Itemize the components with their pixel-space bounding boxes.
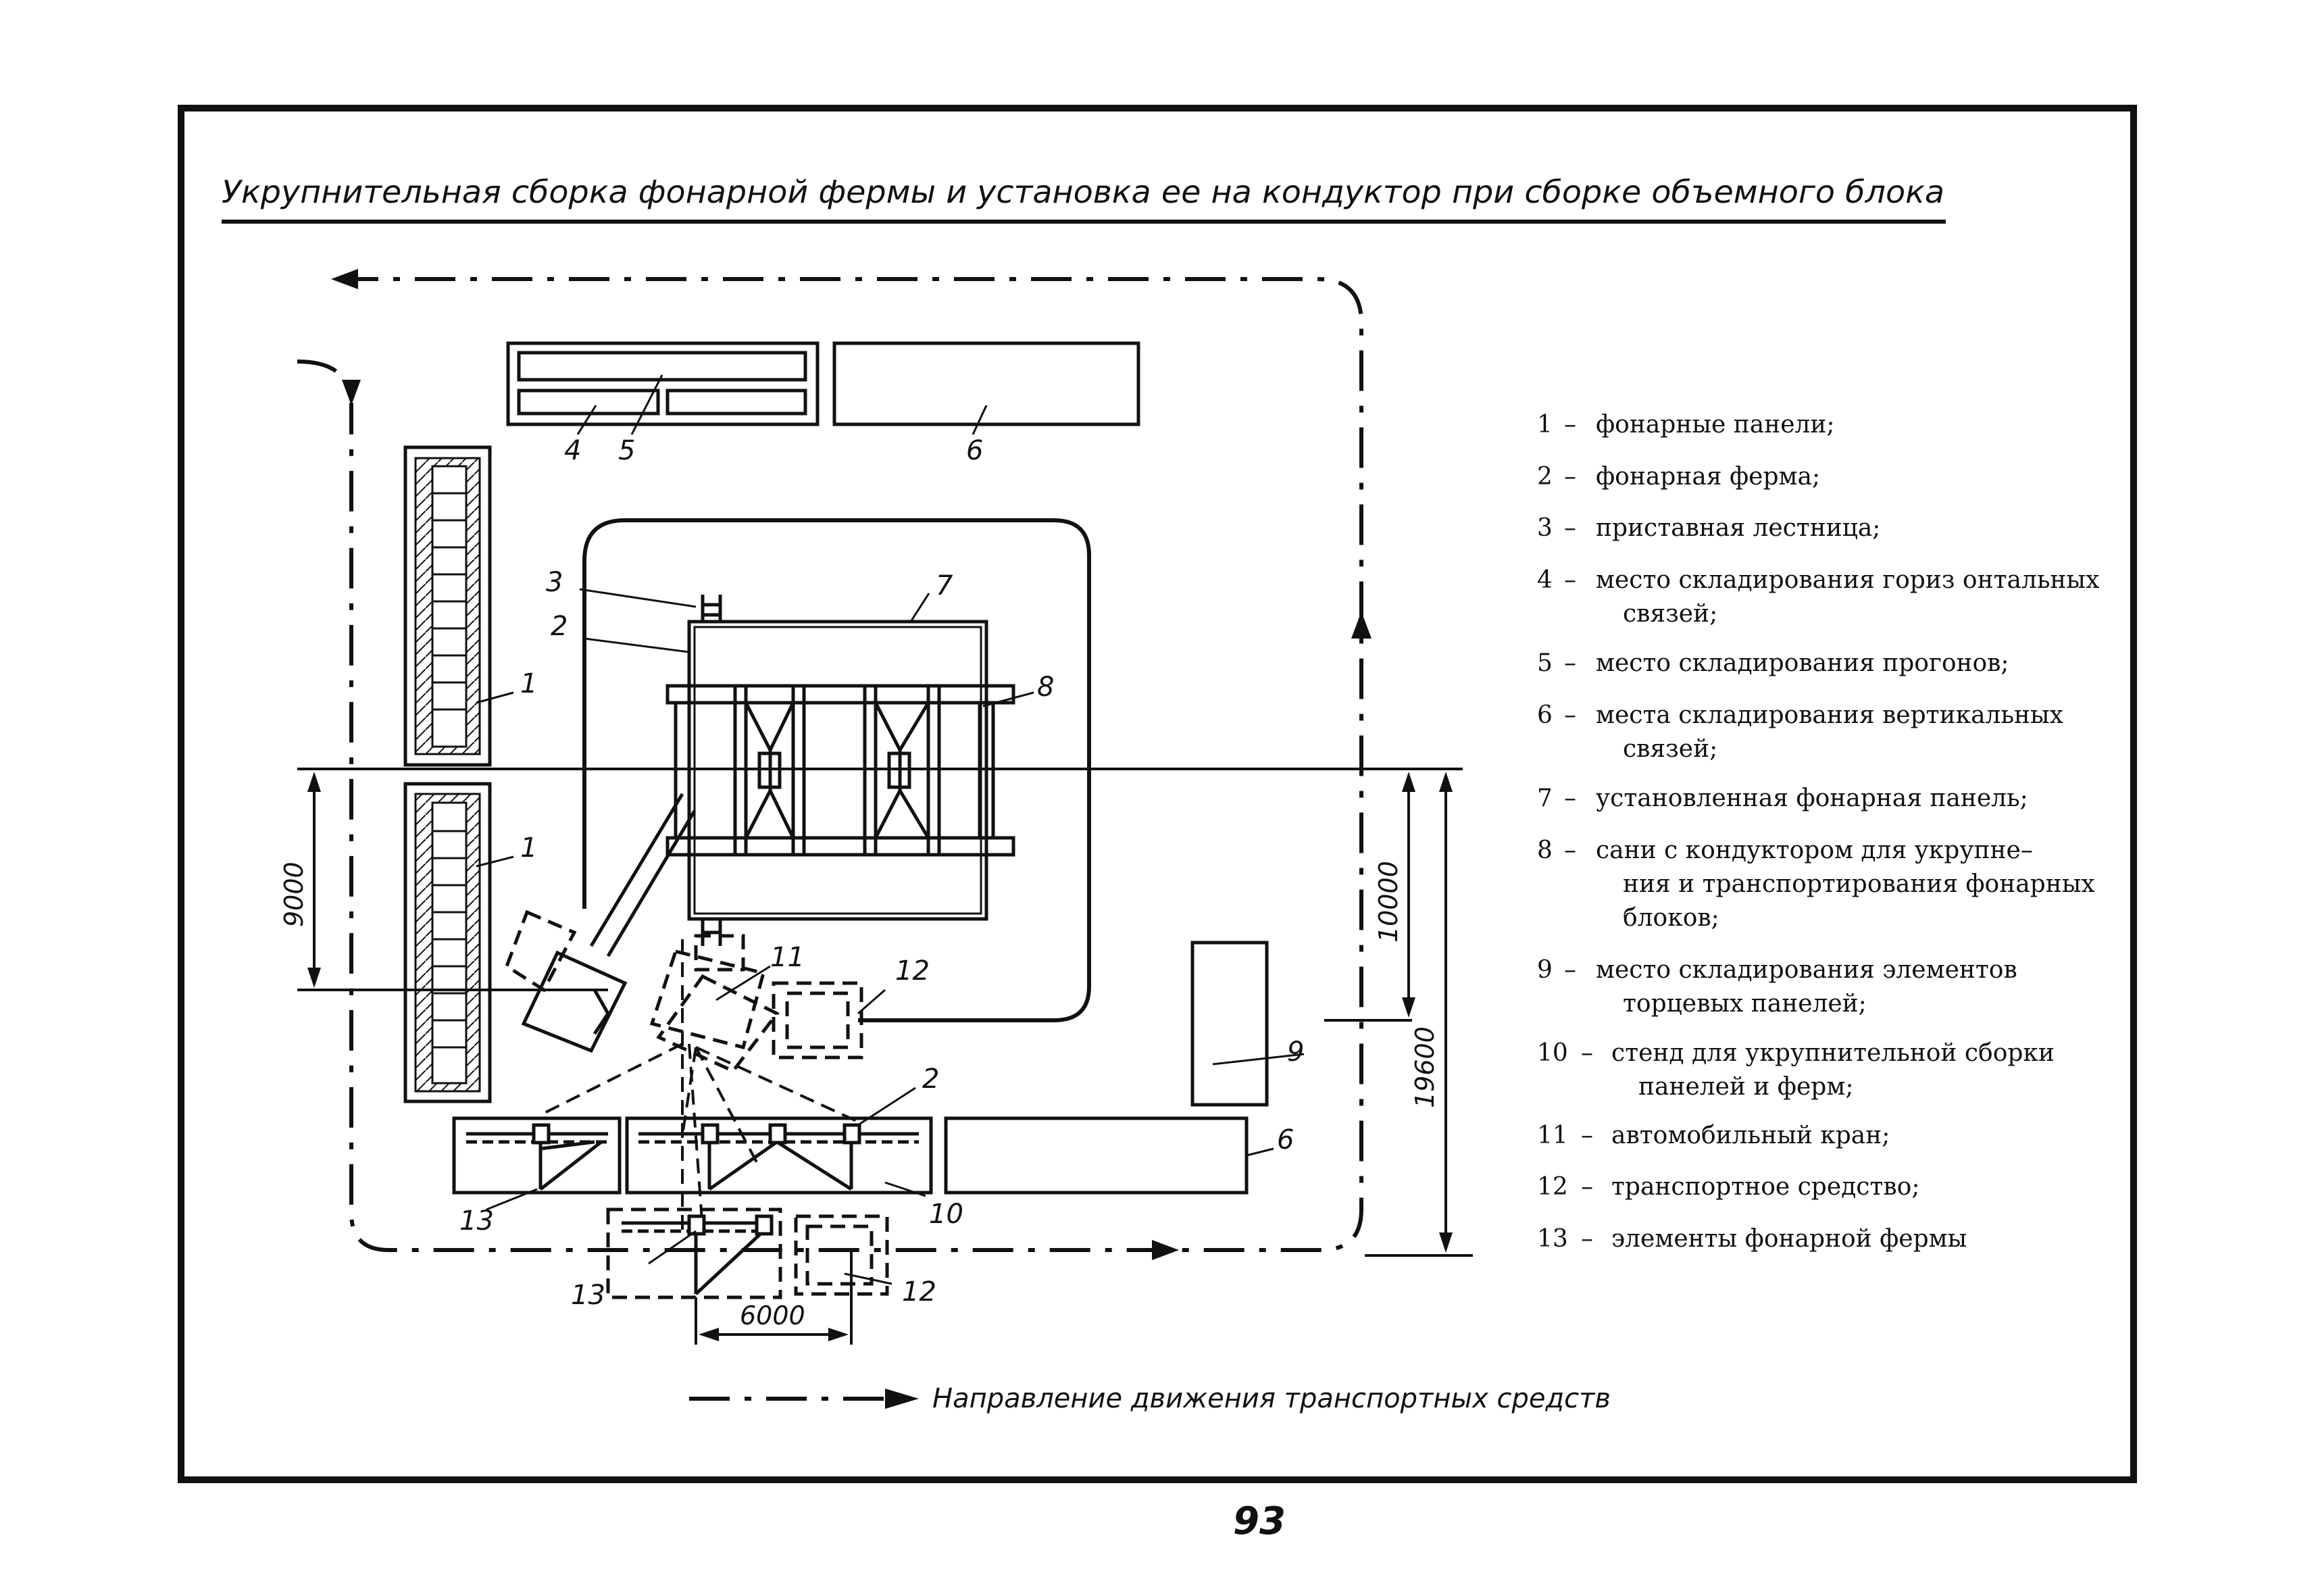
legend-item-dash: –: [1564, 411, 1576, 439]
dim-10000: 10000: [1374, 861, 1403, 943]
legend-item-text: панелей и ферм;: [1638, 1073, 1853, 1101]
callout-9: 9: [1287, 1037, 1304, 1068]
legend-list: 1–фонарные панели;2–фонарная ферма;3–при…: [1537, 411, 2099, 1253]
legend-item-text: сани с кондуктором для укрупне–: [1596, 837, 2033, 864]
callout-6-top: 6: [966, 435, 983, 466]
truck-crane: [504, 909, 628, 1053]
direction-legend-arrow: [885, 1389, 919, 1409]
callout-2: 2: [551, 611, 568, 642]
legend-item-dash: –: [1564, 701, 1576, 729]
page-number: 93: [1233, 1499, 1286, 1543]
legend-item-text: транспортное средство;: [1611, 1173, 1919, 1201]
callout-4: 4: [564, 435, 581, 466]
dim-19600: 19600: [1410, 1026, 1440, 1108]
legend-item-text: стенд для укрупнительной сборки: [1611, 1039, 2055, 1067]
legend-item-number: 7: [1537, 784, 1553, 812]
dim-6000: 6000: [740, 1301, 805, 1330]
transport-vehicle-upper: [772, 981, 863, 1059]
legend-item-text: связей;: [1623, 600, 1717, 628]
legend-item-number: 2: [1537, 463, 1553, 491]
route-arrow-top: [331, 269, 358, 289]
dimension-lines: [297, 768, 1473, 1345]
legend-item-dash: –: [1581, 1173, 1593, 1201]
legend-item-text: место складирования гориз онтальных: [1596, 566, 2099, 594]
legend-item-text: ния и транспортирования фонарных: [1623, 870, 2095, 898]
legend-item-number: 1: [1537, 411, 1553, 439]
callout-13-lower: 13: [571, 1280, 605, 1311]
drawing-title: Укрупнительная сборка фонарной фермы и у…: [222, 174, 1944, 210]
callout-3: 3: [546, 567, 563, 598]
legend-item-number: 10: [1537, 1039, 1568, 1067]
legend-item-text: приставная лестница;: [1596, 514, 1880, 542]
route-arrows: [331, 269, 1372, 1260]
legend-item-text: блоков;: [1623, 904, 1719, 932]
legend-item-number: 5: [1537, 649, 1553, 677]
dim-9000: 9000: [279, 862, 309, 927]
direction-legend-text: Направление движения транспортных средст…: [932, 1383, 1611, 1414]
callout-12-lower: 12: [902, 1276, 936, 1307]
callout-11: 11: [770, 942, 805, 973]
legend-item-number: 8: [1537, 837, 1553, 864]
legend-item-dash: –: [1564, 463, 1576, 491]
lantern-panel-upper: [403, 445, 492, 767]
callout-13-upper: 13: [459, 1205, 494, 1237]
callout-8: 8: [1037, 672, 1054, 703]
callout-10: 10: [929, 1199, 963, 1230]
ladder: [701, 595, 722, 622]
outer-frame: [178, 105, 2137, 1483]
legend-item-dash: –: [1564, 649, 1576, 677]
legend-item-dash: –: [1564, 837, 1576, 864]
callout-7: 7: [936, 570, 953, 601]
legend-item-text: установленная фонарная панель;: [1596, 784, 2028, 812]
lantern-panel-lower: [403, 782, 492, 1103]
callout-1-lower: 1: [520, 832, 537, 864]
legend-item-text: места складирования вертикальных: [1596, 701, 2063, 729]
route-arrow-down: [342, 380, 361, 405]
legend-item-text: место складирования элементов: [1596, 956, 2017, 984]
legend-item-number: 11: [1537, 1122, 1568, 1149]
legend-item-text: автомобильный кран;: [1611, 1122, 1890, 1149]
callout-12-upper: 12: [895, 955, 930, 987]
callout-6-bottom: 6: [1277, 1124, 1294, 1155]
crane-swing-lines: [540, 939, 859, 1230]
legend-item-number: 13: [1537, 1225, 1568, 1253]
storage-6-bottom: [944, 1116, 1249, 1195]
crane-boom: [589, 793, 697, 957]
route-arrow-up: [1351, 612, 1372, 639]
automobile-crane: [649, 934, 780, 1074]
storage-4-5: [506, 341, 820, 426]
legend-item-dash: –: [1581, 1039, 1593, 1067]
storage-9: [1190, 941, 1269, 1107]
callout-2-lower: 2: [922, 1064, 939, 1095]
legend-item-number: 3: [1537, 514, 1553, 542]
legend-item-text: фонарная ферма;: [1596, 463, 1820, 491]
legend-item-text: фонарные панели;: [1596, 411, 1835, 439]
truss-element-lower: [606, 1207, 782, 1299]
legend-item-text: связей;: [1623, 735, 1717, 763]
legend-item-dash: –: [1564, 566, 1576, 594]
legend-item-text: торцевых панелей;: [1623, 990, 1867, 1018]
callout-5: 5: [618, 435, 635, 466]
legend-item-text: место складирования прогонов;: [1596, 649, 2009, 677]
callout-1-upper: 1: [520, 668, 537, 699]
legend-item-dash: –: [1564, 514, 1576, 542]
transport-vehicle-lower: [794, 1214, 889, 1296]
legend-item-dash: –: [1581, 1122, 1593, 1149]
assembly-stand: [452, 1116, 933, 1195]
dimension-arrows: [307, 772, 1453, 1341]
legend-item-number: 9: [1537, 956, 1553, 984]
legend-item-dash: –: [1564, 784, 1576, 812]
legend-item-text: элементы фонарной фермы: [1611, 1225, 1967, 1253]
inner-track: [582, 518, 1091, 1022]
legend-item-dash: –: [1581, 1225, 1593, 1253]
legend-item-number: 4: [1537, 566, 1553, 594]
storage-6-top: [832, 341, 1140, 426]
leader-lines: [476, 374, 1305, 1285]
traffic-route: [297, 277, 1363, 1252]
legend-item-number: 6: [1537, 701, 1553, 729]
legend-item-dash: –: [1564, 956, 1576, 984]
route-arrow-right: [1152, 1240, 1179, 1260]
legend-item-number: 12: [1537, 1173, 1568, 1201]
